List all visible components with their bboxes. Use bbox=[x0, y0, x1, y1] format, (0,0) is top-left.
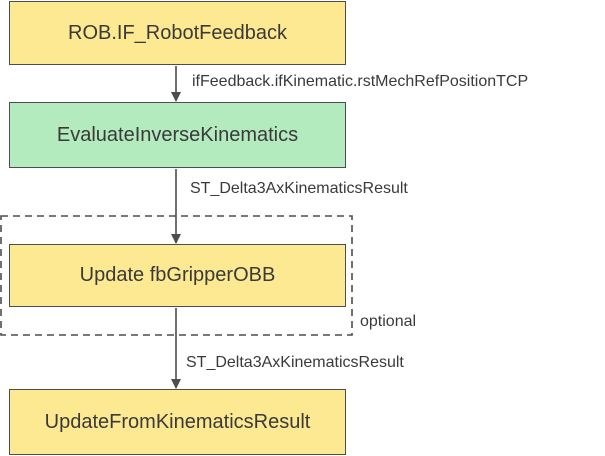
node-label: EvaluateInverseKinematics bbox=[56, 123, 299, 146]
node-label: ROB.IF_RobotFeedback bbox=[68, 21, 287, 44]
edge-label-kinematics-result-1: ST_Delta3AxKinematicsResult bbox=[190, 180, 408, 197]
edge-label-kinematics-result-2: ST_Delta3AxKinematicsResult bbox=[186, 354, 404, 371]
node-evaluate-inverse-kinematics[interactable]: EvaluateInverseKinematics bbox=[9, 102, 346, 168]
node-update-from-kinematics-result[interactable]: UpdateFromKinematicsResult bbox=[9, 389, 346, 455]
node-label: UpdateFromKinematicsResult bbox=[44, 410, 311, 433]
optional-group-label: optional bbox=[360, 313, 417, 330]
optional-group-frame bbox=[0, 215, 353, 336]
node-label: Update fbGripperOBB bbox=[79, 264, 276, 286]
node-rob-if-robot-feedback[interactable]: ROB.IF_RobotFeedback bbox=[9, 1, 346, 65]
edge-label-feedback: ifFeedback.ifKinematic.rstMechRefPositio… bbox=[192, 73, 529, 90]
node-update-fb-gripper-obb[interactable]: Update fbGripperOBB bbox=[9, 244, 346, 307]
